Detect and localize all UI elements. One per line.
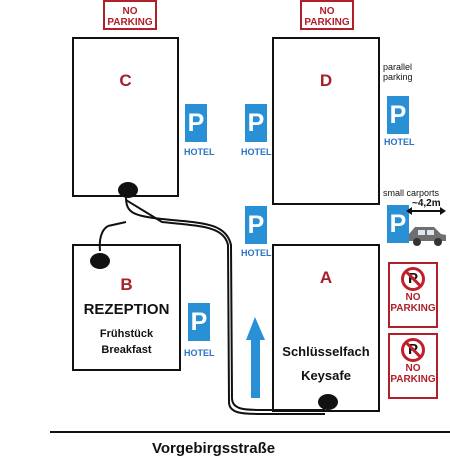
hotel-label-6: HOTEL [184, 348, 215, 358]
key-marker-c [118, 182, 138, 198]
hotel-parking-sign-2: P [245, 104, 267, 142]
street-name: Vorgebirgsstraße [152, 440, 276, 457]
route-line-parallel [125, 199, 325, 415]
building-d: D [272, 37, 380, 205]
hotel-label-2: HOTEL [241, 147, 272, 157]
keysafe-line-2: Keysafe [301, 368, 351, 383]
building-b-label: B [120, 275, 133, 294]
key-marker-a [318, 394, 338, 410]
no-parking-sign-top-right: NO PARKING [300, 0, 354, 30]
up-arrow-icon [246, 317, 265, 398]
hotel-parking-sign-6: P [188, 303, 210, 341]
no-parking-icon: P [401, 267, 425, 291]
hotel-parking-sign-3: P [245, 206, 267, 244]
no-parking-icon: P [401, 338, 425, 362]
arrow-right-icon [440, 207, 446, 215]
hotel-parking-sign-4: P [387, 96, 409, 134]
car-icon [409, 227, 446, 246]
parallel-parking-note: parallel parking [383, 62, 413, 82]
hotel-parking-sign-5: P [387, 205, 409, 243]
building-c-label: C [119, 71, 132, 90]
route-connector [107, 221, 127, 227]
carport-dimensions [406, 207, 446, 246]
no-parking-sign-right-2: P NO PARKING [388, 333, 438, 399]
building-a-label: A [319, 268, 333, 287]
building-c: C [72, 37, 179, 197]
hotel-label-4: HOTEL [384, 137, 415, 147]
building-d-label: D [319, 71, 333, 90]
hotel-label-1: HOTEL [184, 147, 215, 157]
hotel-parking-sign-1: P [185, 104, 207, 142]
route-to-reception [98, 225, 109, 252]
no-parking-sign-top-left: NO PARKING [103, 0, 157, 30]
building-a: A Schlüsselfach Keysafe [272, 244, 380, 412]
keysafe-line-1: Schlüsselfach [282, 344, 370, 359]
carport-width-note: ~4,2m [412, 198, 441, 209]
key-marker-b [90, 253, 110, 269]
route-to-keysafe [125, 196, 325, 411]
reception-line-1: Frühstück [99, 328, 154, 340]
reception-title: REZEPTION [83, 301, 170, 318]
reception-line-2: Breakfast [101, 344, 152, 356]
no-parking-sign-right-1: P NO PARKING [388, 262, 438, 328]
small-carports-note: small carports [383, 188, 440, 198]
hotel-label-3: HOTEL [241, 248, 272, 258]
building-b: B REZEPTION Frühstück Breakfast [72, 244, 181, 371]
arrow-left-icon [406, 207, 412, 215]
